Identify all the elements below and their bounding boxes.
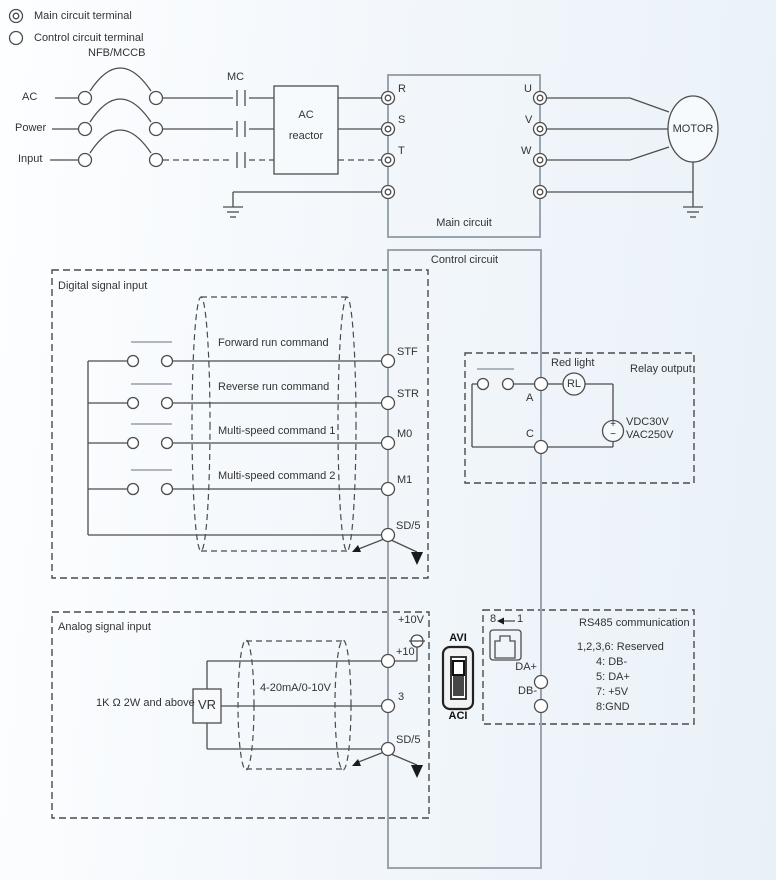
terminal-c <box>533 439 549 455</box>
terminal-m0 <box>380 435 396 451</box>
terminal-m1 <box>380 481 396 497</box>
terminal-r-label: R <box>398 83 406 95</box>
rs485-box <box>482 609 695 725</box>
digital-input-box <box>51 269 429 579</box>
potentiometer-note: 1K Ω 2W and above <box>96 697 195 709</box>
connector-pin8-label: 8 <box>490 613 497 625</box>
relay-output-title: Relay output <box>630 363 692 375</box>
analog-input-title: Analog signal input <box>58 621 151 633</box>
avi-aci-switch <box>441 645 475 711</box>
contactor-label: MC <box>227 71 245 83</box>
terminal-str-label: STR <box>397 388 419 400</box>
terminal-db-label: DB- <box>518 685 537 697</box>
motor-wiring <box>547 95 719 218</box>
breaker-nfb-mccb <box>50 67 152 161</box>
terminal-sd5-analog <box>380 741 396 757</box>
terminal-plus10 <box>380 653 396 669</box>
rs485-pin-row: 5: DA+ <box>596 671 630 683</box>
control-circuit-terminals <box>380 353 549 757</box>
terminal-da <box>533 674 549 690</box>
breaker-label: NFB/MCCB <box>88 47 146 59</box>
digital-shield-cable <box>191 296 357 552</box>
terminal-u-label: U <box>524 83 532 95</box>
analog-input-wiring <box>192 634 425 778</box>
aci-switch-label: ACI <box>448 710 468 722</box>
terminal-stf-label: STF <box>397 346 418 358</box>
terminal-3-label: 3 <box>398 691 405 703</box>
motor-label: MOTOR <box>672 123 714 135</box>
input-ground <box>223 191 381 218</box>
relay-lamp-label: RL <box>566 378 582 390</box>
terminal-plus10-label: +10 <box>396 646 415 658</box>
terminal-a-label: A <box>526 392 534 404</box>
terminal-sd5-digital-label: SD/5 <box>396 520 421 532</box>
source-minus-sign: − <box>610 429 616 440</box>
terminal-t-label: T <box>398 145 405 157</box>
contactor-mc <box>163 90 274 168</box>
analog-range-label: 4-20mA/0-10V <box>260 682 331 694</box>
terminal-stf <box>380 353 396 369</box>
terminal-da-label: DA+ <box>515 661 537 673</box>
digital-input-title: Digital signal input <box>58 280 148 292</box>
rs485-wiring <box>489 617 522 661</box>
legend-main-label: Main circuit terminal <box>34 10 132 22</box>
legend-control-label: Control circuit terminal <box>34 32 144 44</box>
relay-rating-line1: VDC30V <box>626 416 669 428</box>
terminal-a <box>533 376 549 392</box>
breaker-poles <box>77 90 164 168</box>
main-circuit-label: Main circuit <box>436 217 492 229</box>
rs485-pin-row: 1,2,3,6: Reserved <box>577 641 664 653</box>
control-terminal-icon <box>8 30 24 46</box>
terminal-str <box>380 395 396 411</box>
potentiometer-label: VR <box>197 697 217 712</box>
command-label-multispeed1: Multi-speed command 1 <box>218 425 336 437</box>
ac-reactor-box <box>273 85 381 175</box>
rs485-pin-row: 4: DB- <box>596 656 628 668</box>
terminal-db <box>533 698 549 714</box>
terminal-w-label: W <box>521 145 532 157</box>
relay-output-box <box>464 352 695 484</box>
reactor-label-line1: AC <box>298 109 314 121</box>
reactor-label-line2: reactor <box>288 130 324 142</box>
rj45-jack-icon <box>489 629 522 661</box>
main-terminal-icon <box>8 8 24 24</box>
relay-source-symbol <box>601 419 625 443</box>
digital-input-wiring <box>87 341 423 565</box>
rs485-pin-row: 7: +5V <box>596 686 629 698</box>
source-plus-sign: + <box>610 419 616 430</box>
terminal-3 <box>380 698 396 714</box>
power-line3-label: Input <box>18 153 43 165</box>
terminal-c-label: C <box>526 428 534 440</box>
plus10v-supply-label: +10V <box>398 614 424 626</box>
terminal-v-label: V <box>525 114 533 126</box>
terminal-sd5-analog-label: SD/5 <box>396 734 421 746</box>
rs485-title: RS485 communication <box>579 617 690 629</box>
command-label-forward: Forward run command <box>218 337 329 349</box>
analog-input-box <box>51 611 430 819</box>
red-light-label: Red light <box>551 357 595 369</box>
analog-shield-cable <box>237 639 352 771</box>
motor-symbol <box>667 95 719 163</box>
control-circuit-box <box>387 249 542 869</box>
terminal-m0-label: M0 <box>397 428 413 440</box>
terminal-m1-label: M1 <box>397 474 413 486</box>
main-circuit-terminals <box>380 90 548 200</box>
rs485-pin-row: 8:GND <box>596 701 630 713</box>
main-circuit-box <box>387 74 541 238</box>
connector-pin1-label: 1 <box>517 613 524 625</box>
terminal-s-label: S <box>398 114 406 126</box>
terminal-sd5-digital <box>380 527 396 543</box>
avi-switch-label: AVI <box>449 632 467 644</box>
command-label-multispeed2: Multi-speed command 2 <box>218 470 336 482</box>
relay-rating-line2: VAC250V <box>626 429 674 441</box>
control-circuit-label: Control circuit <box>430 254 499 266</box>
power-line1-label: AC <box>22 91 38 103</box>
command-label-reverse: Reverse run command <box>218 381 330 393</box>
relay-output-wiring <box>471 368 625 448</box>
power-line2-label: Power <box>15 122 47 134</box>
